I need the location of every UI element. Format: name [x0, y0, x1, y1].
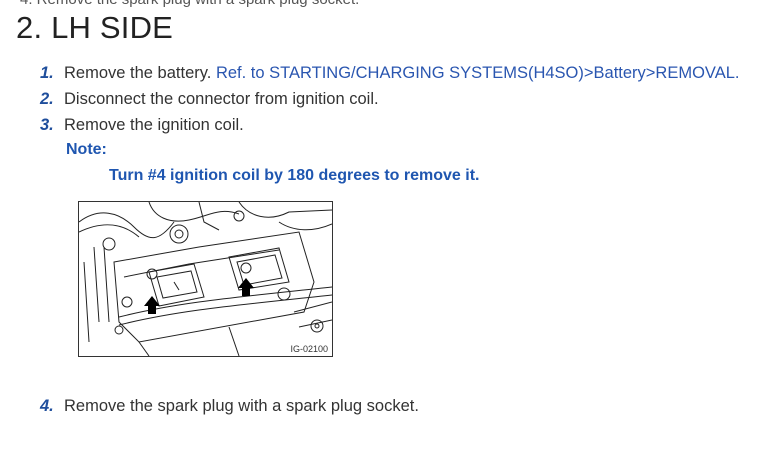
- step-number: 4.: [40, 397, 54, 415]
- battery-removal-link[interactable]: Ref. to STARTING/CHARGING SYSTEMS(H4SO)>…: [215, 64, 740, 82]
- step-text: Disconnect the connector from ignition c…: [64, 90, 379, 108]
- ignition-coil-illustration: IG-02100: [78, 201, 333, 357]
- procedure-steps: 1. Remove the battery. Ref. to STARTING/C…: [40, 60, 765, 138]
- arrow-icon: [144, 278, 254, 314]
- figure-label: IG-02100: [290, 344, 328, 354]
- step-number: 2.: [40, 90, 54, 108]
- step-text: Remove the ignition coil.: [64, 116, 244, 134]
- step-text: Remove the spark plug with a spark plug …: [64, 397, 419, 415]
- step-4: 4. Remove the spark plug with a spark plu…: [40, 393, 419, 419]
- previous-section-fragment: 4. Remove the spark plug with a spark pl…: [20, 0, 359, 8]
- step-text: Remove the battery.: [64, 64, 216, 82]
- note-text: Turn #4 ignition coil by 180 degrees to …: [109, 167, 480, 184]
- engine-line-drawing: [79, 202, 332, 356]
- step-3: 3. Remove the ignition coil.: [40, 112, 765, 138]
- step-number: 1.: [40, 64, 54, 82]
- note-label: Note:: [66, 141, 107, 158]
- step-1: 1. Remove the battery. Ref. to STARTING/C…: [40, 60, 765, 86]
- section-heading: 2. LH SIDE: [16, 10, 174, 45]
- step-number: 3.: [40, 116, 54, 134]
- step-2: 2. Disconnect the connector from ignition…: [40, 86, 765, 112]
